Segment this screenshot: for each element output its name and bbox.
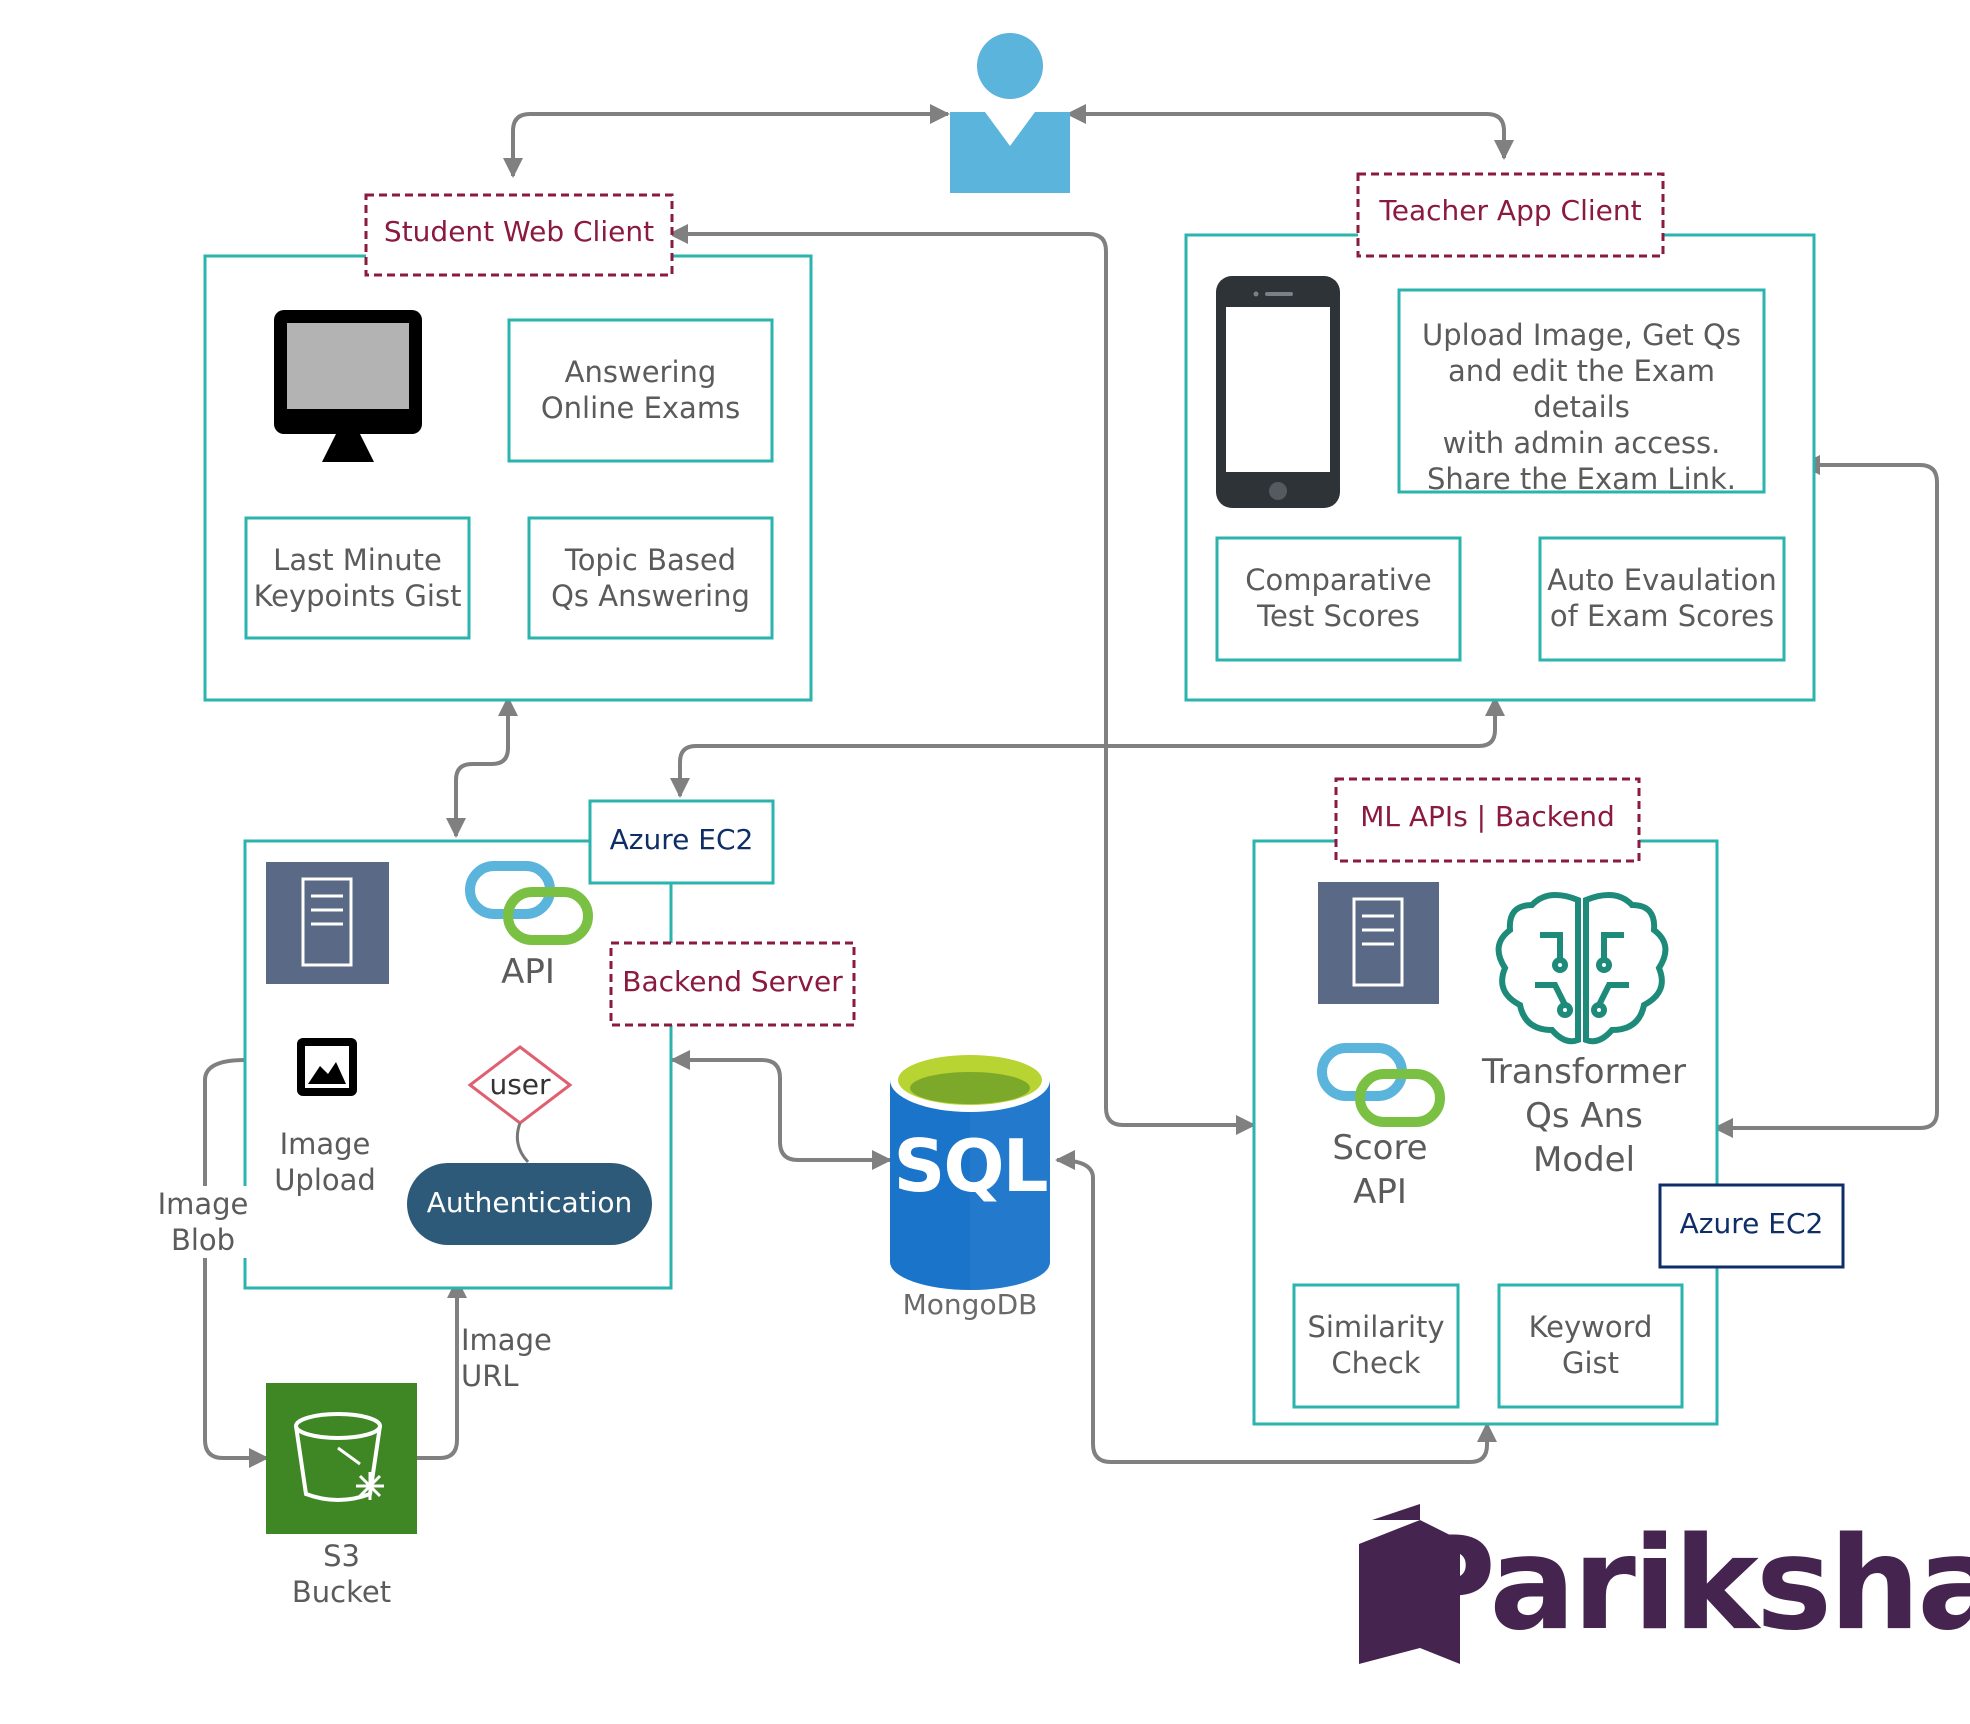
score-api-link-icon <box>1317 1043 1445 1127</box>
smartphone-icon <box>1216 276 1340 508</box>
feature-answering-online-exams: Answering Online Exams <box>540 355 741 425</box>
student-client-group <box>203 193 813 702</box>
sql-icon-text: SQL <box>893 1124 1049 1208</box>
pariksha-book-logo-icon <box>1359 1504 1460 1664</box>
backend-db-connector <box>670 1050 892 1170</box>
teacher-description-box <box>1397 288 1766 494</box>
feature-keyword-gist: Keyword Gist <box>1528 1310 1653 1380</box>
user-student-connector <box>503 104 950 178</box>
api-link-icon <box>465 861 593 945</box>
image-url-label: Image URL <box>461 1323 552 1393</box>
user-teacher-connector <box>1066 104 1514 160</box>
teacher-backend-connector <box>670 696 1505 798</box>
api-label: API <box>501 952 555 992</box>
brand-name: Pariksha <box>1402 1510 1970 1659</box>
backend-s3-connector <box>203 1058 269 1468</box>
teacher-feature-box <box>1215 536 1462 662</box>
image-icon <box>297 1038 357 1096</box>
teacher-feature-box <box>1538 536 1786 662</box>
server-icon <box>266 862 389 984</box>
image-blob-label: Image Blob <box>148 1186 258 1258</box>
transformer-model-label: Transformer Qs Ans Model <box>1481 1052 1687 1180</box>
connectors <box>203 104 1939 1468</box>
backend-server-title: Backend Server <box>622 965 843 998</box>
brain-circuit-icon <box>1495 892 1669 1045</box>
feature-auto-evaluation: Auto Evaulation of Exam Scores <box>1547 563 1777 633</box>
sql-database-icon <box>890 1048 1050 1290</box>
teacher-client-title: Teacher App Client <box>1379 194 1642 227</box>
feature-last-minute-gist: Last Minute Keypoints Gist <box>253 543 462 613</box>
image-upload-label: Image Upload <box>274 1127 376 1197</box>
server-icon <box>1318 882 1439 1004</box>
teacher-client-group <box>1184 172 1816 702</box>
student-feature-box <box>527 516 774 640</box>
user-decision-label: user <box>489 1068 551 1101</box>
feature-similarity-check: Similarity Check <box>1307 1310 1445 1380</box>
ml-feature-box <box>1497 1283 1684 1409</box>
student-ml-connector <box>668 224 1256 1135</box>
ml-backend-title: ML APIs | Backend <box>1360 800 1615 833</box>
score-api-label: Score API <box>1332 1128 1428 1212</box>
db-ml-connector <box>1055 1150 1497 1464</box>
student-backend-connector <box>446 696 518 838</box>
desktop-monitor-icon <box>274 310 422 462</box>
s3-bucket-label: S3 Bucket <box>291 1539 392 1609</box>
authentication-pill <box>407 1163 652 1245</box>
feature-topic-based-qs: Topic Based Qs Answering <box>551 543 750 613</box>
student-feature-box <box>507 318 774 463</box>
ml-backend-group <box>1252 777 1845 1426</box>
student-client-title: Student Web Client <box>383 215 655 248</box>
teacher-ml-connector <box>1713 455 1939 1138</box>
ml-host-label: Azure EC2 <box>1679 1207 1824 1240</box>
feature-comparative-scores: Comparative Test Scores <box>1245 563 1432 633</box>
teacher-description: Upload Image, Get Qs and edit the Exam d… <box>1422 318 1741 496</box>
user-icon <box>950 33 1070 193</box>
user-decision-diamond <box>467 1045 573 1164</box>
backend-server-group <box>243 799 856 1290</box>
authentication-label[interactable]: Authentication <box>426 1186 633 1219</box>
s3-bucket-icon <box>266 1383 417 1534</box>
backend-host-label: Azure EC2 <box>609 823 754 856</box>
s3-backend-connector <box>415 1278 467 1460</box>
ml-feature-box <box>1292 1283 1460 1409</box>
mongodb-label: MongoDB <box>902 1288 1038 1321</box>
student-feature-box <box>244 516 471 640</box>
